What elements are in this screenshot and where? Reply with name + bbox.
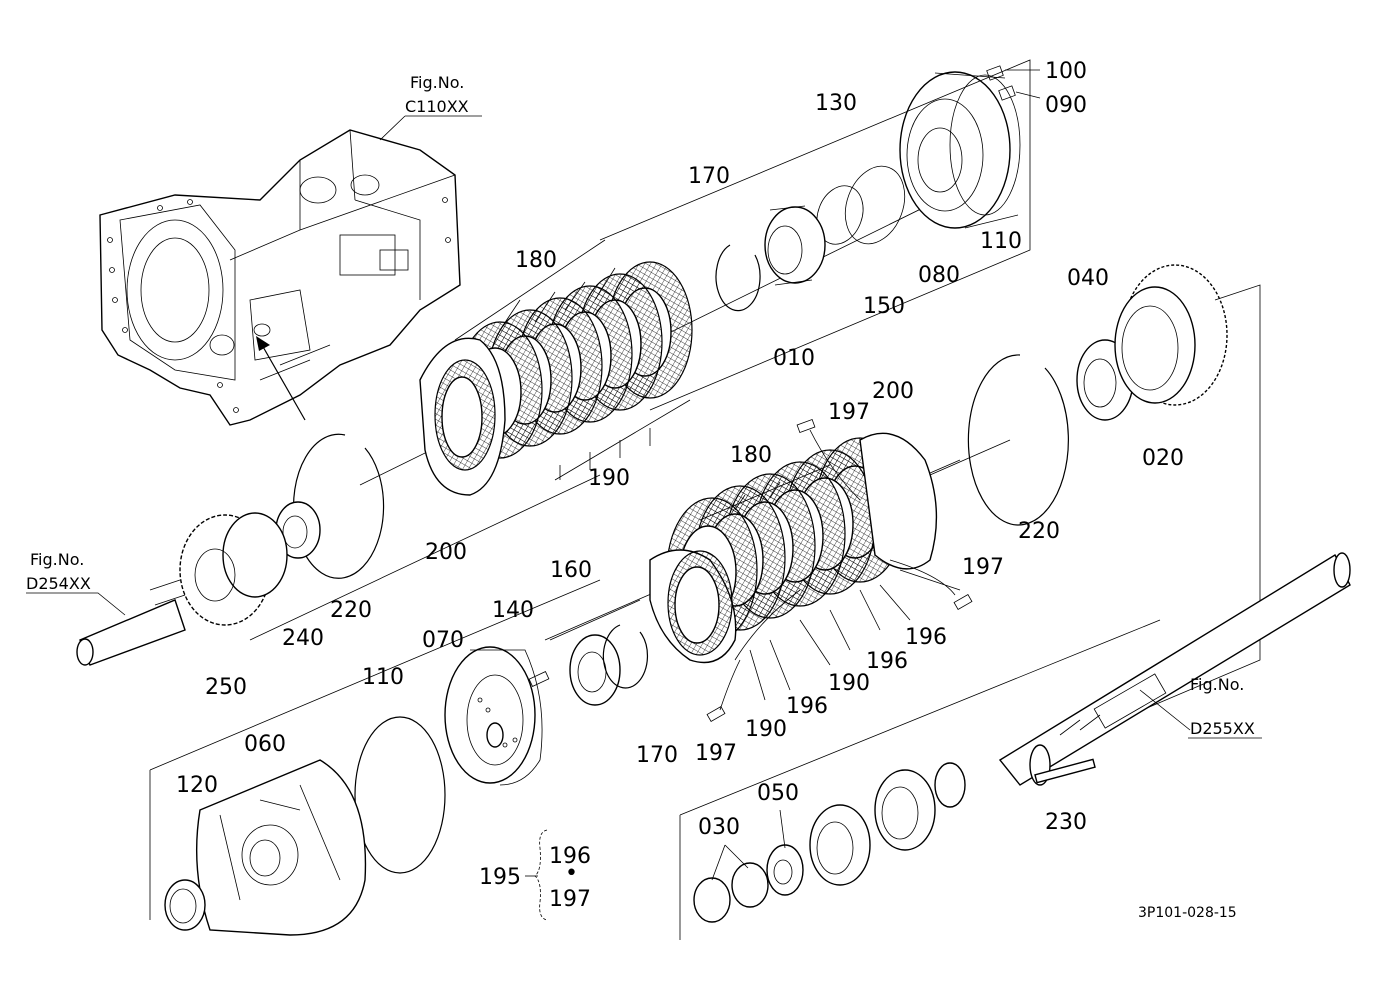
part-label-200-upper: 200	[425, 540, 467, 565]
part-label-250: 250	[205, 675, 247, 700]
part-label-196-b: 196	[866, 649, 908, 674]
part-label-100: 100	[1045, 59, 1087, 84]
part-label-200: 200	[872, 379, 914, 404]
part-label-240: 240	[282, 626, 324, 651]
part-label-030: 030	[698, 815, 740, 840]
part-label-060: 060	[244, 732, 286, 757]
figure-ref-caption: Fig.No.	[410, 73, 464, 92]
kit-item-197: 197	[549, 887, 591, 912]
part-label-130: 130	[815, 91, 857, 116]
main-shaft-group	[679, 552, 1351, 940]
figure-ref-d255: Fig.No. D255XX	[1188, 675, 1262, 739]
upper-plates	[419, 261, 693, 496]
lower-left-group	[149, 579, 649, 936]
figure-ref-caption: Fig.No.	[30, 550, 84, 569]
figure-ref-code: D255XX	[1190, 719, 1255, 738]
part-label-180: 180	[515, 248, 557, 273]
part-label-150: 150	[863, 294, 905, 319]
part-label-010: 010	[773, 346, 815, 371]
part-label-110-lower: 110	[362, 665, 404, 690]
part-label-070: 070	[422, 628, 464, 653]
figure-ref-d254: Fig.No. D254XX	[26, 550, 126, 616]
part-label-190-bottom: 190	[745, 717, 787, 742]
part-label-120: 120	[176, 773, 218, 798]
part-label-050: 050	[757, 781, 799, 806]
part-label-230: 230	[1045, 810, 1087, 835]
part-label-020: 020	[1142, 446, 1184, 471]
part-label-196-a: 196	[905, 625, 947, 650]
drawing-code: 3P101-028-15	[1138, 905, 1237, 921]
part-label-160: 160	[550, 558, 592, 583]
part-label-190: 190	[588, 466, 630, 491]
part-label-170-lower: 170	[636, 743, 678, 768]
part-label-170: 170	[688, 164, 730, 189]
part-label-220-left: 220	[330, 598, 372, 623]
part-label-080: 080	[918, 263, 960, 288]
part-label-197-bottom: 197	[695, 741, 737, 766]
part-label-220: 220	[1018, 519, 1060, 544]
part-label-180-lower: 180	[730, 443, 772, 468]
lower-clutch-pack	[544, 418, 973, 723]
part-label-190-lower: 190	[828, 671, 870, 696]
part-label-140: 140	[492, 598, 534, 623]
figure-ref-c110: Fig.No. C110XX	[379, 73, 482, 141]
part-label-040: 040	[1067, 266, 1109, 291]
part-label-110: 110	[980, 229, 1022, 254]
part-label-090: 090	[1045, 93, 1087, 118]
figure-ref-code: C110XX	[405, 97, 469, 116]
part-labels: 100 090 130 170 180 110 080 150 010 040 …	[176, 59, 1184, 840]
part-label-197: 197	[828, 400, 870, 425]
upper-clutch-pack	[76, 65, 1041, 666]
right-gear-group	[929, 264, 1261, 746]
kit-number: 195	[479, 865, 521, 890]
kit-item-196: 196	[549, 844, 591, 869]
figure-ref-code: D254XX	[26, 574, 91, 593]
transmission-case	[99, 129, 461, 426]
part-label-196-c: 196	[786, 694, 828, 719]
kit-separator: •	[565, 861, 578, 886]
kit-group-195: 195 196 • 197	[479, 829, 591, 921]
part-label-197-right: 197	[962, 555, 1004, 580]
figure-ref-caption: Fig.No.	[1190, 675, 1244, 694]
